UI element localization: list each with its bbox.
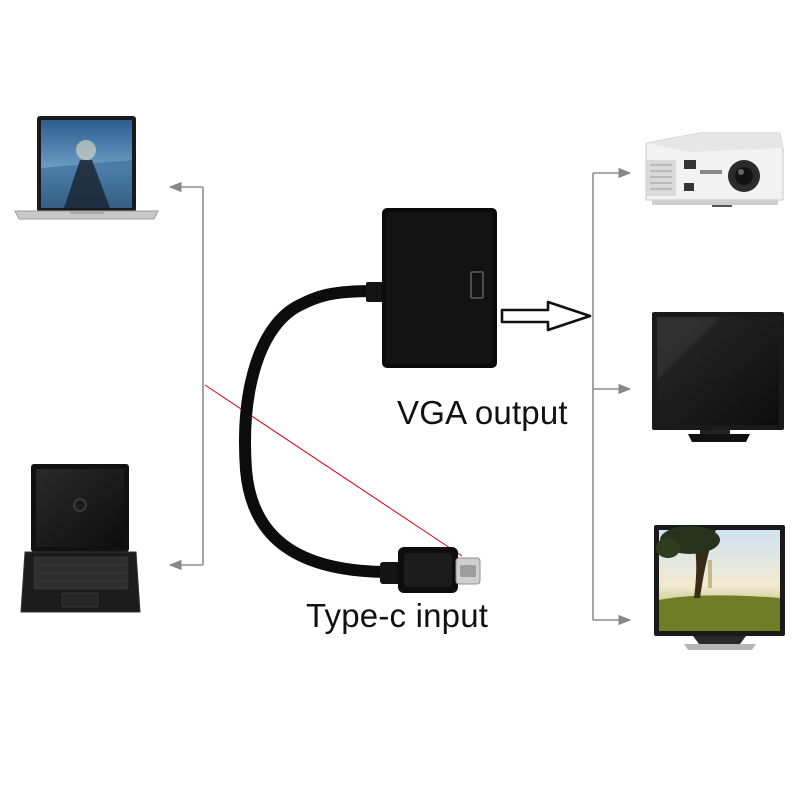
output-bracket-lines <box>592 167 632 626</box>
vga-output-label: VGA output <box>397 394 568 431</box>
adapter-cable <box>239 285 396 578</box>
adapter-output-arrow-icon <box>500 300 592 332</box>
projector-icon <box>645 132 784 207</box>
vga-adapter-icon <box>366 208 497 368</box>
typec-input-label: Type-c input <box>306 597 489 634</box>
usb-c-connector-icon <box>380 547 481 593</box>
laptop-silver-icon <box>14 116 159 220</box>
laptop-black-icon <box>20 464 141 613</box>
input-bracket-lines <box>168 181 204 571</box>
monitor-icon <box>652 312 784 442</box>
tv-landscape-icon <box>654 525 785 650</box>
